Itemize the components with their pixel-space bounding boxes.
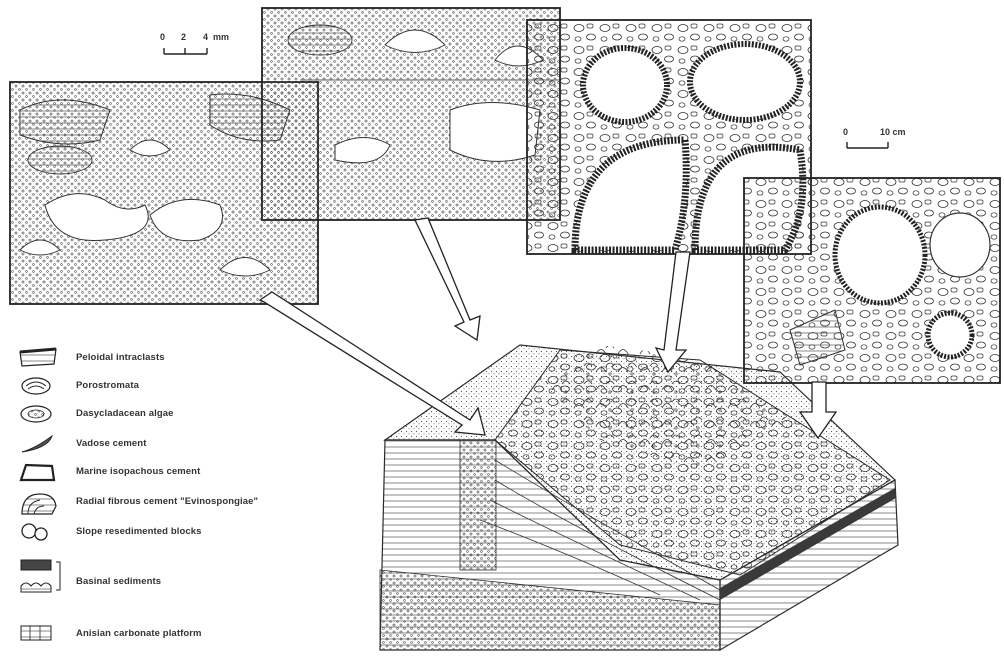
isopachous-cement-icon: [16, 460, 62, 484]
scale-left-tick-2: 2: [181, 32, 186, 42]
legend-item-dasycladacean: Dasycladacean algae: [16, 402, 336, 428]
legend-item-isopachous: Marine isopachous cement: [16, 460, 336, 486]
radial-fibrous-cement-icon: [16, 490, 62, 516]
vadose-cement-icon: [16, 432, 62, 456]
arrow-panel-3: [656, 252, 690, 372]
slope-blocks-icon: [16, 520, 62, 544]
legend-label: Porostromata: [76, 380, 139, 391]
basinal-sediments-icon: [16, 556, 72, 600]
legend-label: Marine isopachous cement: [76, 466, 200, 477]
porostromata-icon: [16, 374, 62, 398]
scale-right-tick-0: 0: [843, 127, 848, 137]
scale-bar-left: [164, 48, 207, 54]
legend-label: Basinal sediments: [76, 576, 161, 587]
legend-item-peloidal: Peloidal intraclasts: [16, 346, 336, 372]
peloidal-intraclast-icon: [16, 346, 62, 370]
platform-core: [460, 440, 496, 570]
legend-label: Anisian carbonate platform: [76, 628, 202, 639]
scale-left-tick-0: 0: [160, 32, 165, 42]
legend-item-slope: Slope resedimented blocks: [16, 520, 336, 546]
scale-left-tick-4: 4: [203, 32, 208, 42]
legend-item-basinal: Basinal sediments: [16, 570, 336, 596]
legend-label: Slope resedimented blocks: [76, 526, 202, 537]
legend-label: Radial fibrous cement "Evinospongiae": [76, 496, 258, 507]
legend-label: Dasycladacean algae: [76, 408, 174, 419]
legend-item-vadose: Vadose cement: [16, 432, 336, 458]
legend-item-porostromata: Porostromata: [16, 374, 336, 400]
arrow-panel-2: [415, 218, 480, 340]
inset-panel-2: [262, 8, 560, 220]
legend-item-anisian: Anisian carbonate platform: [16, 622, 336, 648]
inset-panel-4: [744, 178, 1000, 383]
legend-label: Vadose cement: [76, 438, 146, 449]
legend-item-radial: Radial fibrous cement "Evinospongiae": [16, 490, 336, 516]
scale-right-label: 10 cm: [880, 127, 906, 137]
legend-label: Peloidal intraclasts: [76, 352, 165, 363]
anisian-platform-icon: [16, 622, 62, 646]
scale-bar-right: [847, 142, 888, 148]
scale-left-unit: mm: [213, 32, 229, 42]
dasycladacean-algae-icon: [16, 402, 62, 426]
